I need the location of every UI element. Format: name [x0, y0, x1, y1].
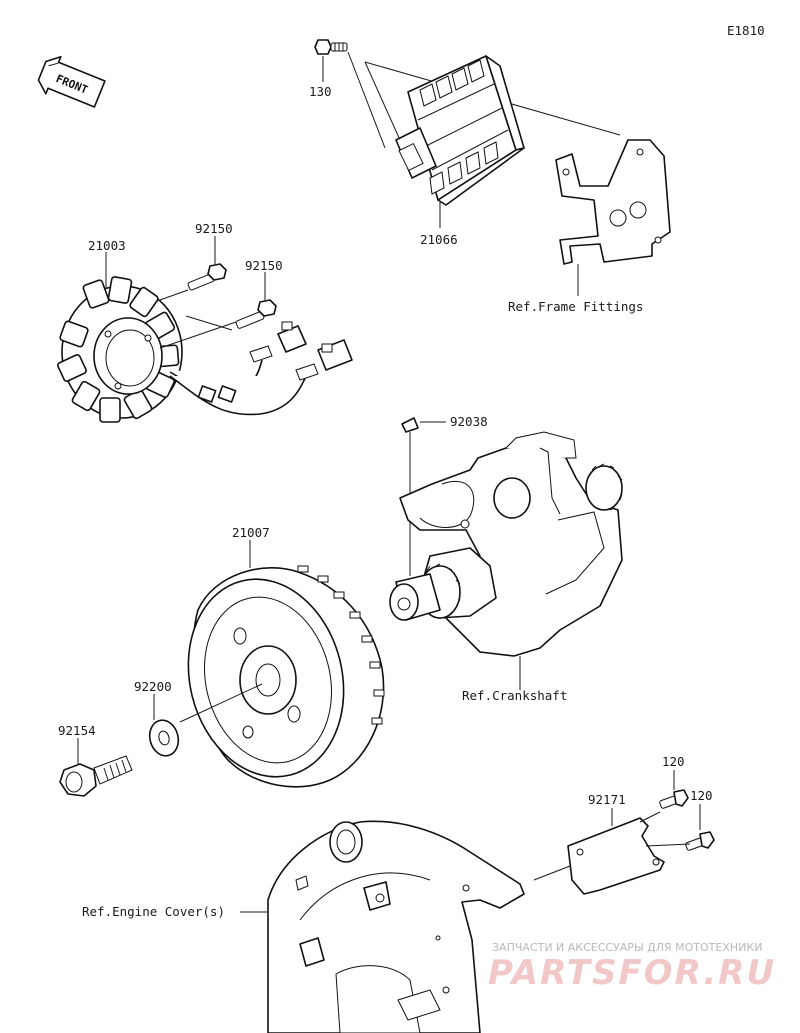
engine-cover: Ref.Engine Cover(s) [82, 820, 525, 1033]
ref-engine-covers: Ref.Engine Cover(s) [82, 904, 225, 919]
watermark-tagline: ЗАПЧАСТИ И АКСЕССУАРЫ ДЛЯ МОТОТЕХНИКИ [492, 941, 762, 954]
part-label-120-upper: 120 [662, 754, 685, 769]
ref-frame-fittings: Ref.Frame Fittings [508, 299, 643, 314]
part-label-92150-lower: 92150 [245, 258, 283, 273]
part-label-92171: 92171 [588, 792, 626, 807]
frame-bracket: Ref.Frame Fittings [508, 139, 671, 314]
diagram-code: E1810 [727, 23, 765, 38]
crankshaft-gear [585, 463, 623, 511]
part-label-92154: 92154 [58, 723, 96, 738]
cover-92171: 92171 [533, 792, 691, 895]
ref-crankshaft: Ref.Crankshaft [462, 688, 567, 703]
bolt-92150-lower: 92150 [235, 258, 283, 329]
watermark: ЗАПЧАСТИ И АКСЕССУАРЫ ДЛЯ МОТОТЕХНИКИ PA… [488, 941, 776, 993]
part-label-92038: 92038 [450, 414, 488, 429]
bolt-92150-upper: 92150 [187, 221, 233, 291]
part-label-21007: 21007 [232, 525, 270, 540]
watermark-brand: PARTSFOR.RU [488, 953, 776, 993]
bolt-120-upper: 120 [659, 754, 689, 809]
bolt-120-lower: 120 [685, 788, 715, 851]
part-label-130: 130 [309, 84, 332, 99]
flywheel-bolt-92154: 92154 [58, 723, 133, 797]
washer-92200: 92200 [134, 679, 180, 757]
part-label-21066: 21066 [420, 232, 458, 247]
flywheel-rotor: 21007 [179, 525, 385, 788]
regulator-rectifier: 130 21066 [309, 39, 621, 247]
stator-assembly: 21003 [57, 238, 353, 423]
crankshaft: Ref.Crankshaft [389, 431, 623, 703]
front-arrow-icon: FRONT [37, 55, 106, 108]
part-label-21003: 21003 [88, 238, 126, 253]
bolt-130 [314, 39, 348, 55]
part-label-92150-upper: 92150 [195, 221, 233, 236]
part-label-120-lower: 120 [690, 788, 713, 803]
part-label-92200: 92200 [134, 679, 172, 694]
